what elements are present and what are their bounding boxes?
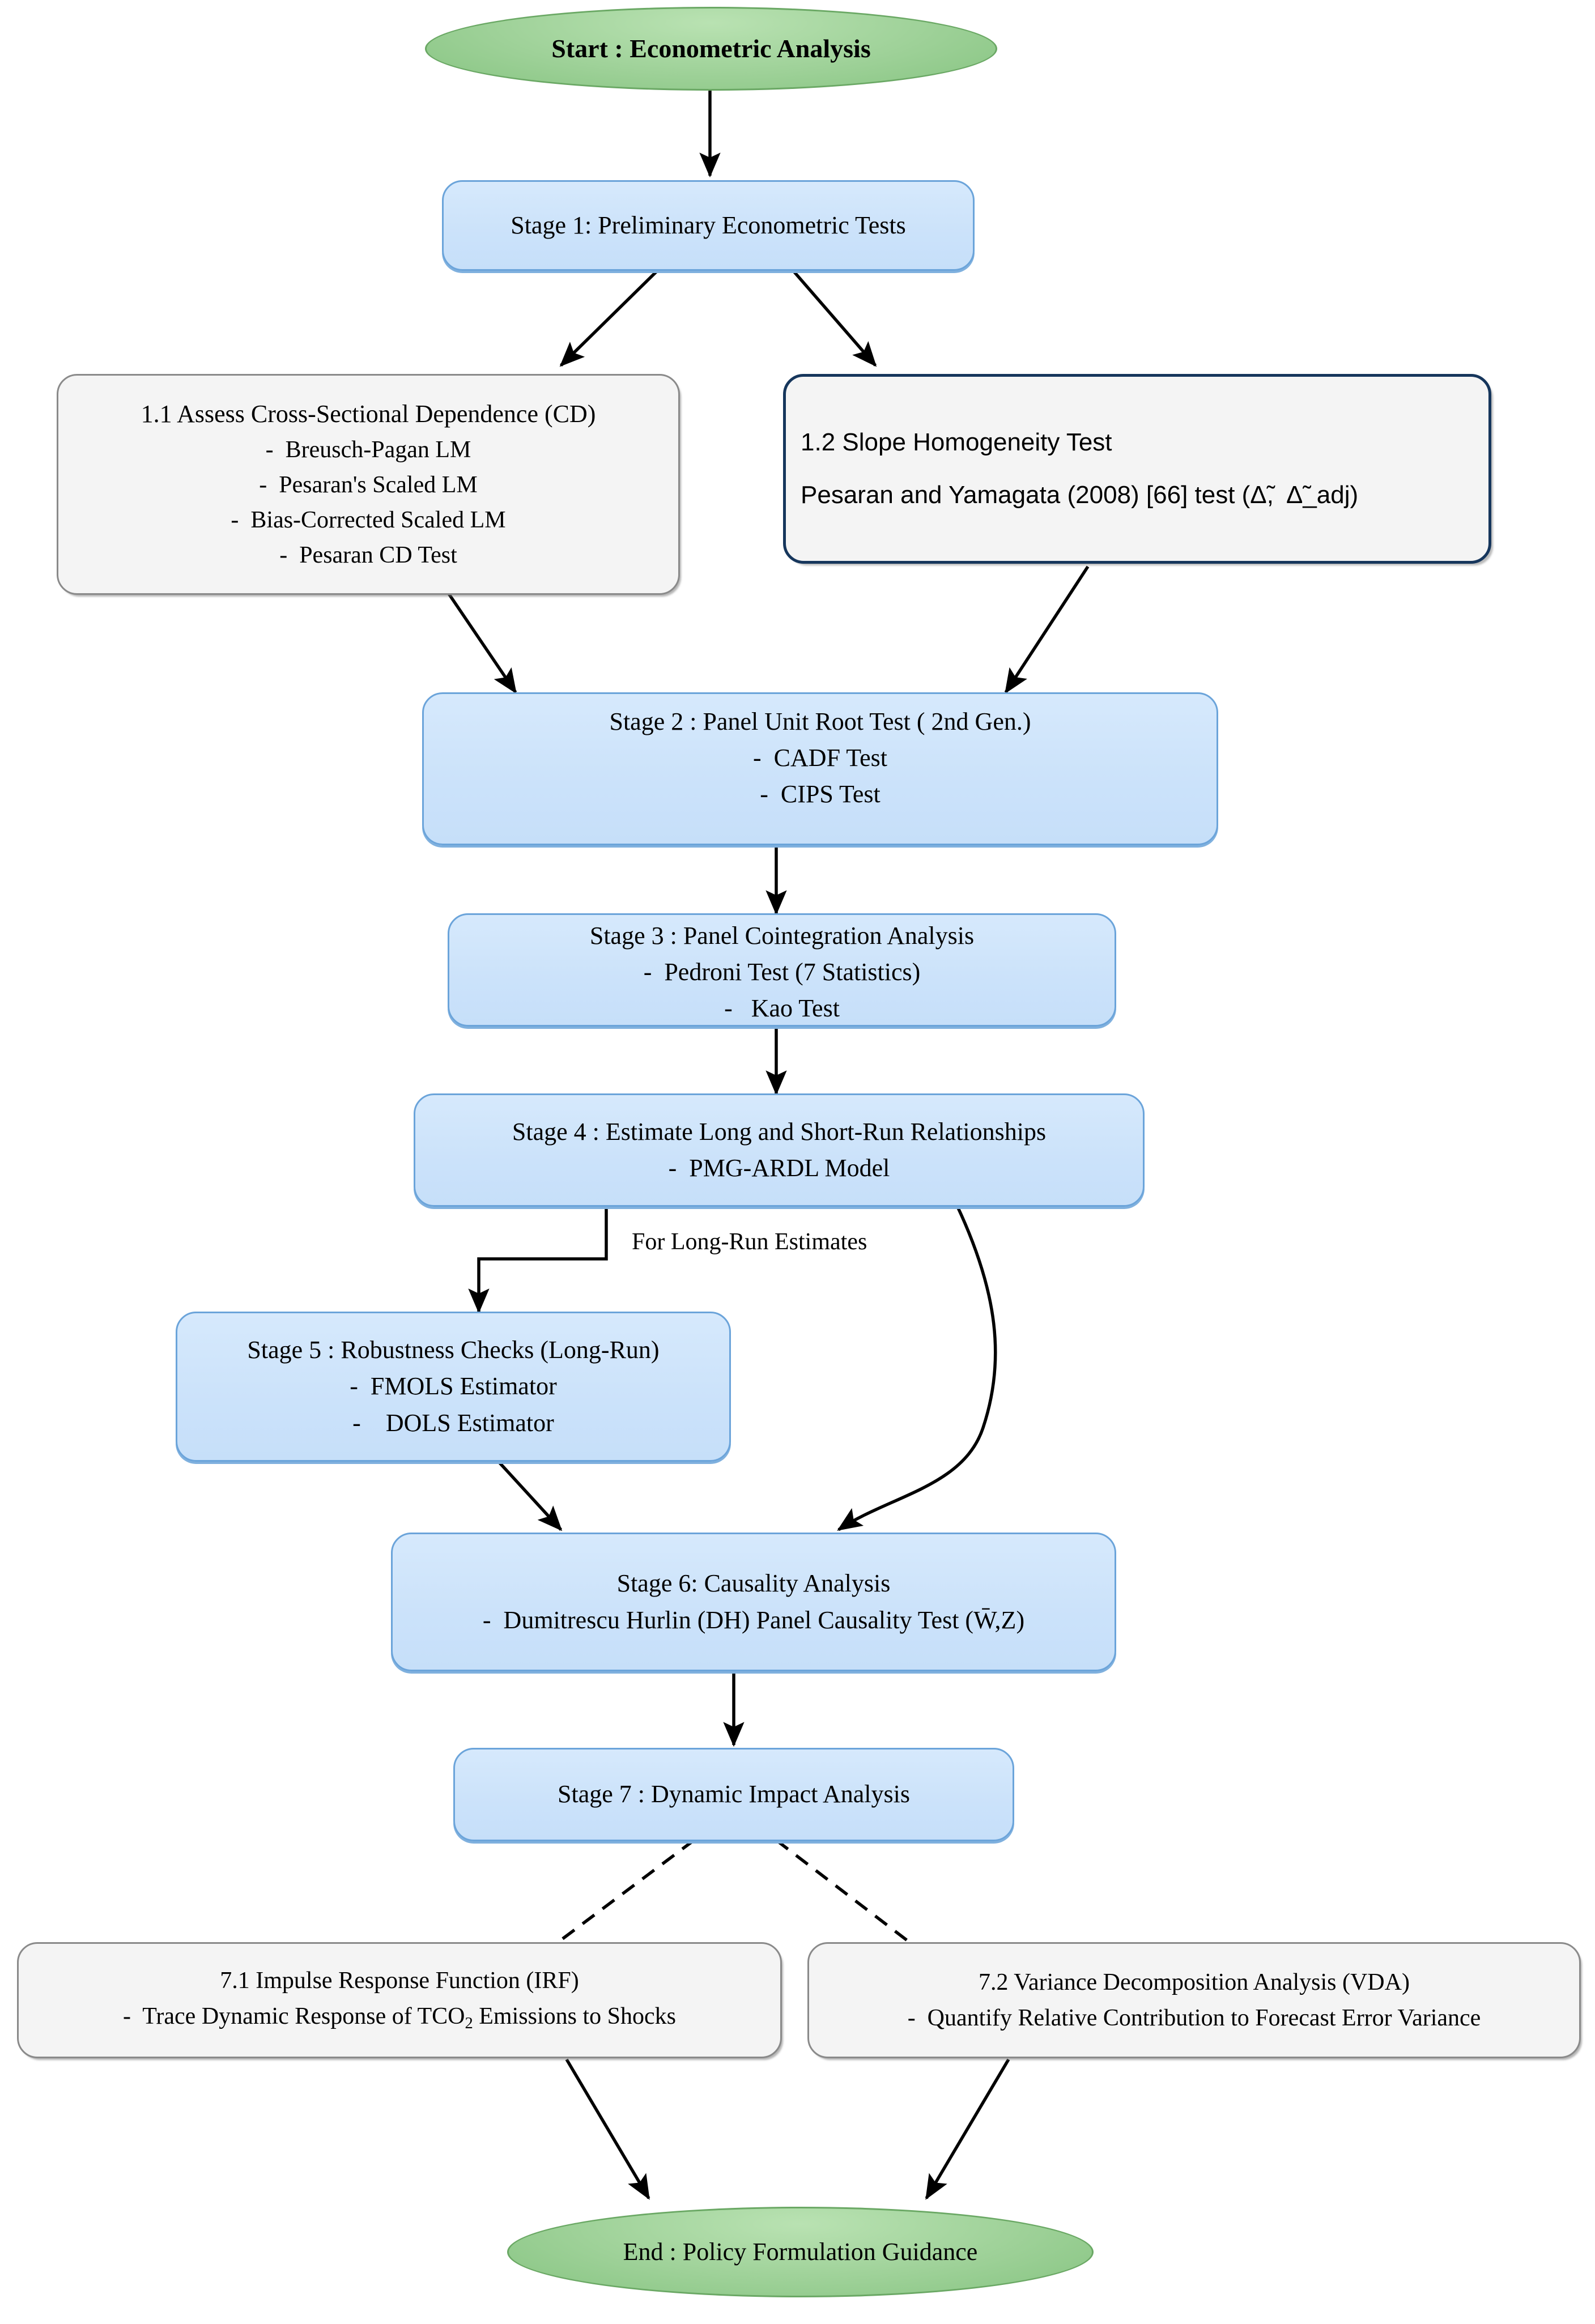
node-stage7[interactable]: Stage 7 : Dynamic Impact Analysis — [453, 1748, 1014, 1841]
node-stage6-title: Stage 6: Causality Analysis — [616, 1569, 891, 1598]
node-stage5-title: Stage 5 : Robustness Checks (Long-Run) — [247, 1336, 660, 1364]
node-step-1-1-item-2: - Bias-Corrected Scaled LM — [231, 507, 506, 534]
node-step-7-1-detail-prefix: - Trace Dynamic Response of TCO — [123, 2003, 465, 2029]
node-start-label: Start : Econometric Analysis — [551, 33, 871, 63]
node-stage6[interactable]: Stage 6: Causality Analysis - Dumitrescu… — [391, 1533, 1116, 1671]
edge-1-1-to-stage2 — [446, 591, 517, 694]
node-step-1-2-detail: Pesaran and Yamagata (2008) [66] test (Δ… — [801, 480, 1359, 509]
node-step-1-1-item-1: - Pesaran's Scaled LM — [259, 472, 478, 498]
node-step-7-2[interactable]: 7.2 Variance Decomposition Analysis (VDA… — [807, 1942, 1581, 2058]
node-stage2-title: Stage 2 : Panel Unit Root Test ( 2nd Gen… — [609, 708, 1031, 735]
node-step-1-2-title: 1.2 Slope Homogeneity Test — [801, 428, 1112, 457]
node-end-label: End : Policy Formulation Guidance — [623, 2237, 978, 2266]
node-step-1-2[interactable]: 1.2 Slope Homogeneity Test Pesaran and Y… — [783, 374, 1491, 564]
node-step-1-1-item-3: - Pesaran CD Test — [279, 542, 457, 569]
node-step-7-2-title: 7.2 Variance Decomposition Analysis (VDA… — [979, 1969, 1410, 1996]
node-step-7-1-title: 7.1 Impulse Response Function (IRF) — [220, 1968, 579, 1994]
node-step-1-1[interactable]: 1.1 Assess Cross-Sectional Dependence (C… — [57, 374, 680, 595]
node-step-1-1-title: 1.1 Assess Cross-Sectional Dependence (C… — [141, 399, 596, 428]
node-stage6-item-0: - Dumitrescu Hurlin (DH) Panel Causality… — [482, 1606, 1025, 1634]
node-stage1[interactable]: Stage 1: Preliminary Econometric Tests — [442, 180, 975, 271]
node-step-7-1[interactable]: 7.1 Impulse Response Function (IRF) - Tr… — [17, 1942, 782, 2058]
node-step-7-1-detail-suffix: Emissions to Shocks — [473, 2003, 676, 2029]
node-stage2-item-1: - CIPS Test — [760, 780, 881, 808]
edge-1-2-to-stage2 — [1004, 565, 1090, 694]
node-stage5-item-0: - FMOLS Estimator — [350, 1372, 557, 1401]
edge-stage5-to-stage6 — [497, 1461, 563, 1531]
node-stage3-item-0: - Pedroni Test (7 Statistics) — [643, 958, 921, 986]
edge-stage1-to-1-2 — [792, 270, 877, 367]
node-stage3[interactable]: Stage 3 : Panel Cointegration Analysis -… — [448, 913, 1116, 1027]
node-stage5[interactable]: Stage 5 : Robustness Checks (Long-Run) -… — [176, 1312, 731, 1462]
node-stage3-item-1: - Kao Test — [724, 994, 840, 1023]
node-step-7-2-detail: - Quantify Relative Contribution to Fore… — [907, 2004, 1481, 2031]
node-stage4-title: Stage 4 : Estimate Long and Short-Run Re… — [512, 1117, 1047, 1146]
edge-label-long-run: For Long-Run Estimates — [632, 1229, 867, 1255]
node-step-7-1-detail: - Trace Dynamic Response of TCO2 Emissio… — [123, 2004, 676, 2032]
node-start[interactable]: Start : Econometric Analysis — [425, 7, 997, 91]
node-stage7-label: Stage 7 : Dynamic Impact Analysis — [558, 1780, 910, 1808]
node-stage2[interactable]: Stage 2 : Panel Unit Root Test ( 2nd Gen… — [422, 692, 1218, 845]
node-stage4[interactable]: Stage 4 : Estimate Long and Short-Run Re… — [414, 1093, 1145, 1207]
edge-stage1-to-1-1 — [559, 270, 658, 367]
node-stage4-item-0: - PMG-ARDL Model — [668, 1154, 890, 1182]
edge-stage7-to-7-1-dashed — [557, 1838, 695, 1944]
node-step-7-1-detail-subscript: 2 — [465, 2014, 473, 2032]
node-end[interactable]: End : Policy Formulation Guidance — [507, 2207, 1094, 2297]
node-stage1-label: Stage 1: Preliminary Econometric Tests — [511, 211, 906, 239]
edge-stage4-to-stage5 — [468, 1207, 608, 1314]
edge-7-1-to-end — [565, 2058, 650, 2200]
node-stage3-title: Stage 3 : Panel Cointegration Analysis — [589, 922, 975, 950]
edge-stage7-to-7-2-dashed — [775, 1838, 911, 1944]
node-step-1-1-item-0: - Breusch-Pagan LM — [265, 436, 471, 463]
edge-7-2-to-end — [925, 2058, 1010, 2200]
node-stage5-item-1: - DOLS Estimator — [352, 1408, 554, 1437]
node-stage2-item-0: - CADF Test — [753, 744, 887, 772]
